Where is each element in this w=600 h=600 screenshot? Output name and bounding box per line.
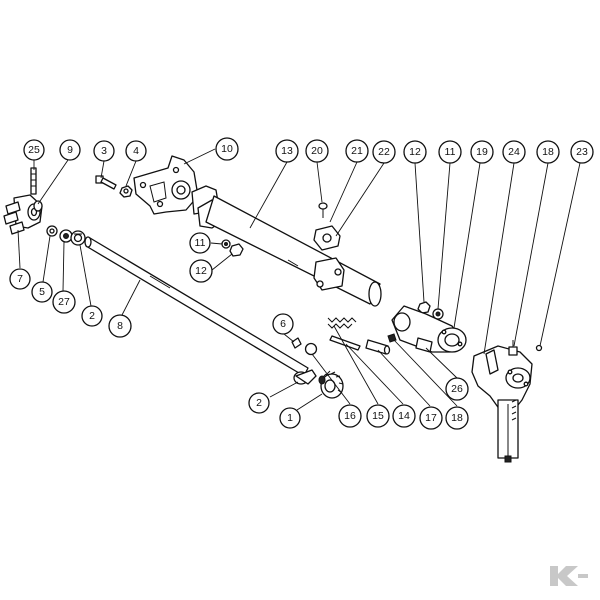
svg-text:2: 2 — [89, 310, 95, 322]
svg-text:27: 27 — [58, 296, 70, 308]
callout-23: 23 — [570, 140, 594, 164]
svg-text:8: 8 — [117, 320, 123, 332]
svg-text:18: 18 — [451, 412, 463, 424]
part-plunger — [365, 339, 391, 355]
part-pin — [30, 167, 37, 195]
logo-k-mark — [550, 566, 578, 586]
parts-drawing — [3, 155, 543, 463]
callout-11-upper: 11 — [438, 140, 462, 164]
callout-2-upper: 2 — [81, 305, 103, 327]
part-grease-nipple — [508, 340, 518, 356]
callout-15: 15 — [366, 404, 390, 428]
part-ring — [46, 225, 58, 237]
svg-text:13: 13 — [281, 145, 293, 157]
callouts: 25 9 3 4 10 13 20 21 — [9, 137, 594, 430]
part-nut-lower — [229, 243, 244, 257]
part-pin-rod — [329, 335, 361, 351]
kramp-logo — [550, 566, 588, 586]
callout-16: 16 — [338, 404, 362, 428]
part-bearing-lower — [293, 369, 317, 385]
part-washer — [59, 229, 73, 243]
callout-12-lower: 12 — [189, 259, 213, 283]
callout-6: 6 — [272, 313, 294, 335]
svg-text:2: 2 — [256, 397, 262, 409]
logo-bar — [578, 574, 588, 578]
svg-text:26: 26 — [451, 383, 463, 395]
callout-18-upper: 18 — [536, 140, 560, 164]
part-sleeve — [33, 200, 43, 212]
part-washer-lower — [221, 239, 231, 249]
part-bolt — [95, 175, 117, 190]
svg-text:14: 14 — [398, 410, 410, 422]
callout-9: 9 — [59, 139, 81, 161]
part-small-pin — [291, 337, 302, 349]
svg-text:15: 15 — [372, 410, 384, 422]
part-small-screw — [318, 202, 328, 218]
callout-25: 25 — [23, 139, 45, 161]
svg-text:11: 11 — [445, 146, 456, 158]
svg-text:18: 18 — [542, 146, 554, 158]
svg-text:6: 6 — [280, 318, 286, 330]
part-nut — [119, 185, 133, 198]
svg-text:22: 22 — [378, 146, 390, 158]
part-small-bolt — [535, 344, 543, 352]
svg-text:12: 12 — [409, 146, 421, 158]
part-bevel-gear — [318, 370, 344, 399]
callout-11-lower: 11 — [189, 232, 211, 254]
callout-12-upper: 12 — [403, 140, 427, 164]
part-long-shaft — [84, 236, 309, 377]
svg-text:5: 5 — [39, 286, 45, 298]
leader-lines — [17, 148, 581, 411]
part-clamp — [313, 225, 341, 251]
callout-19: 19 — [470, 140, 494, 164]
callout-24: 24 — [502, 140, 526, 164]
callout-5: 5 — [31, 281, 53, 303]
callout-8: 8 — [108, 314, 132, 338]
callout-10: 10 — [215, 137, 239, 161]
part-nut-upper — [417, 301, 431, 314]
part-flange-housing — [391, 305, 467, 353]
callout-21: 21 — [345, 139, 369, 163]
part-spring — [327, 317, 357, 329]
svg-text:23: 23 — [576, 146, 588, 158]
svg-text:19: 19 — [476, 146, 488, 158]
callout-18-lower: 18 — [445, 406, 469, 430]
part-bearing-upper — [70, 230, 86, 246]
svg-text:21: 21 — [351, 145, 363, 157]
svg-text:20: 20 — [311, 145, 323, 157]
callout-4: 4 — [125, 140, 147, 162]
svg-text:17: 17 — [425, 412, 437, 424]
callout-13: 13 — [275, 139, 299, 163]
svg-text:25: 25 — [28, 144, 40, 156]
svg-text:11: 11 — [195, 237, 206, 249]
svg-text:3: 3 — [101, 145, 107, 157]
svg-text:1: 1 — [287, 412, 293, 424]
callout-14: 14 — [392, 404, 416, 428]
callout-7: 7 — [9, 268, 31, 290]
callout-26: 26 — [445, 377, 469, 401]
svg-text:7: 7 — [17, 273, 23, 285]
svg-text:4: 4 — [133, 145, 139, 157]
svg-text:9: 9 — [67, 144, 73, 156]
callout-3: 3 — [93, 140, 115, 162]
svg-text:10: 10 — [221, 143, 233, 155]
callout-22: 22 — [372, 140, 396, 164]
part-tube-housing — [191, 185, 382, 307]
svg-text:16: 16 — [344, 410, 356, 422]
svg-text:12: 12 — [195, 265, 207, 277]
callout-27: 27 — [52, 290, 76, 314]
callout-2-lower: 2 — [248, 392, 270, 414]
part-ball — [304, 342, 318, 356]
svg-text:24: 24 — [508, 146, 520, 158]
callout-17: 17 — [419, 406, 443, 430]
callout-1: 1 — [279, 407, 301, 429]
part-gearbox — [471, 345, 533, 463]
part-mounting-bracket — [133, 155, 199, 215]
callout-20: 20 — [305, 139, 329, 163]
